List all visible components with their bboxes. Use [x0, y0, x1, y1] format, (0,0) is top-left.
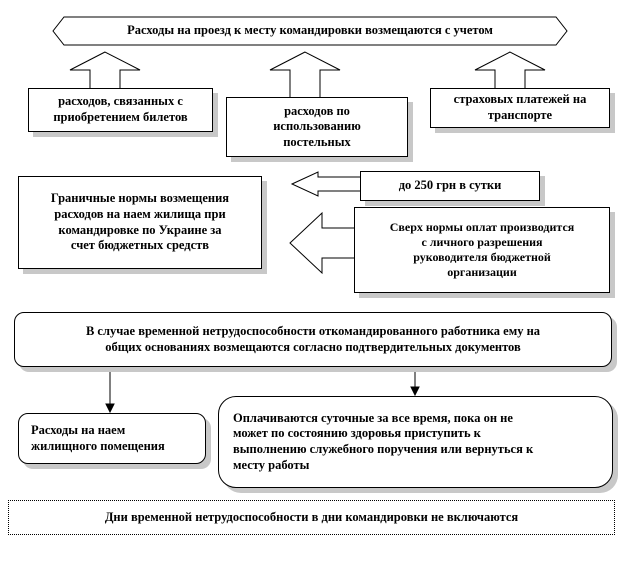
- limits-line-1: Граничные нормы возмещения: [50, 191, 230, 206]
- daily-line-4: месту работы: [233, 457, 310, 472]
- limit-value-box: до 250 грн в сутки: [360, 171, 540, 201]
- limits-line-3: командировке по Украине за: [58, 222, 222, 237]
- arrow-left-limit: [290, 171, 366, 197]
- housing-expenses-box: Расходы на наем жилищного помещения: [18, 413, 206, 464]
- tickets-line-1: расходов, связанных с: [58, 94, 183, 109]
- daily-allowance-box: Оплачиваются суточные за все время, пока…: [218, 396, 613, 488]
- bedding-box: расходов по использованию постельных: [226, 97, 408, 157]
- housing-line-1: Расходы на наем: [31, 422, 126, 437]
- bottom-note-box: Дни временной нетрудоспособности в дни к…: [8, 500, 615, 535]
- over-limit-line-1: Сверх нормы оплат производится: [389, 220, 575, 234]
- insurance-line-1: страховых платежей на: [453, 92, 587, 107]
- expenses-header-box: Расходы на проезд к месту командировки в…: [50, 14, 570, 48]
- illness-line-1: В случае временной нетрудоспособности от…: [85, 323, 541, 338]
- illness-line-2: общих основаниях возмещаются согласно по…: [105, 339, 521, 354]
- over-limit-line-4: организации: [447, 265, 517, 279]
- over-limit-line-2: с личного разрешения: [421, 235, 543, 249]
- bottom-note-text: Дни временной нетрудоспособности в дни к…: [104, 509, 519, 524]
- arrow-up-insurance: [474, 51, 546, 93]
- header-box-shape: [52, 16, 568, 46]
- arrow-left-over: [289, 211, 361, 275]
- housing-line-2: жилищного помещения: [31, 438, 165, 453]
- insurance-line-2: транспорте: [487, 108, 553, 122]
- expenses-header-text: Расходы на проезд к месту командировки в…: [127, 23, 493, 38]
- tickets-line-2: приобретением билетов: [53, 110, 188, 124]
- bedding-line-3: постельных: [283, 134, 351, 149]
- arrow-down-daily-head: [410, 386, 420, 397]
- over-limit-line-3: руководителя бюджетной: [413, 250, 551, 264]
- limits-line-4: счет бюджетных средств: [70, 238, 210, 253]
- bedding-line-1: расходов по: [284, 103, 350, 118]
- daily-line-1: Оплачиваются суточные за все время, пока…: [233, 410, 513, 425]
- daily-line-2: может по состоянию здоровья приступить к: [233, 426, 481, 441]
- illness-box: В случае временной нетрудоспособности от…: [14, 312, 612, 367]
- limit-value-text: до 250 грн в сутки: [398, 178, 502, 193]
- over-limit-box: Сверх нормы оплат производится с личного…: [354, 207, 610, 293]
- housing-limits-box: Граничные нормы возмещения расходов на н…: [18, 176, 262, 269]
- arrow-up-tickets: [69, 51, 141, 93]
- limits-line-2: расходов на наем жилища при: [54, 206, 226, 221]
- bedding-line-2: использованию: [273, 119, 361, 134]
- tickets-box: расходов, связанных с приобретением биле…: [28, 88, 213, 132]
- insurance-box: страховых платежей на транспорте: [430, 88, 610, 128]
- arrow-down-housing-head: [105, 403, 115, 414]
- arrow-up-bedding: [269, 51, 341, 101]
- daily-line-3: выполнению служебного поручения или верн…: [233, 442, 534, 456]
